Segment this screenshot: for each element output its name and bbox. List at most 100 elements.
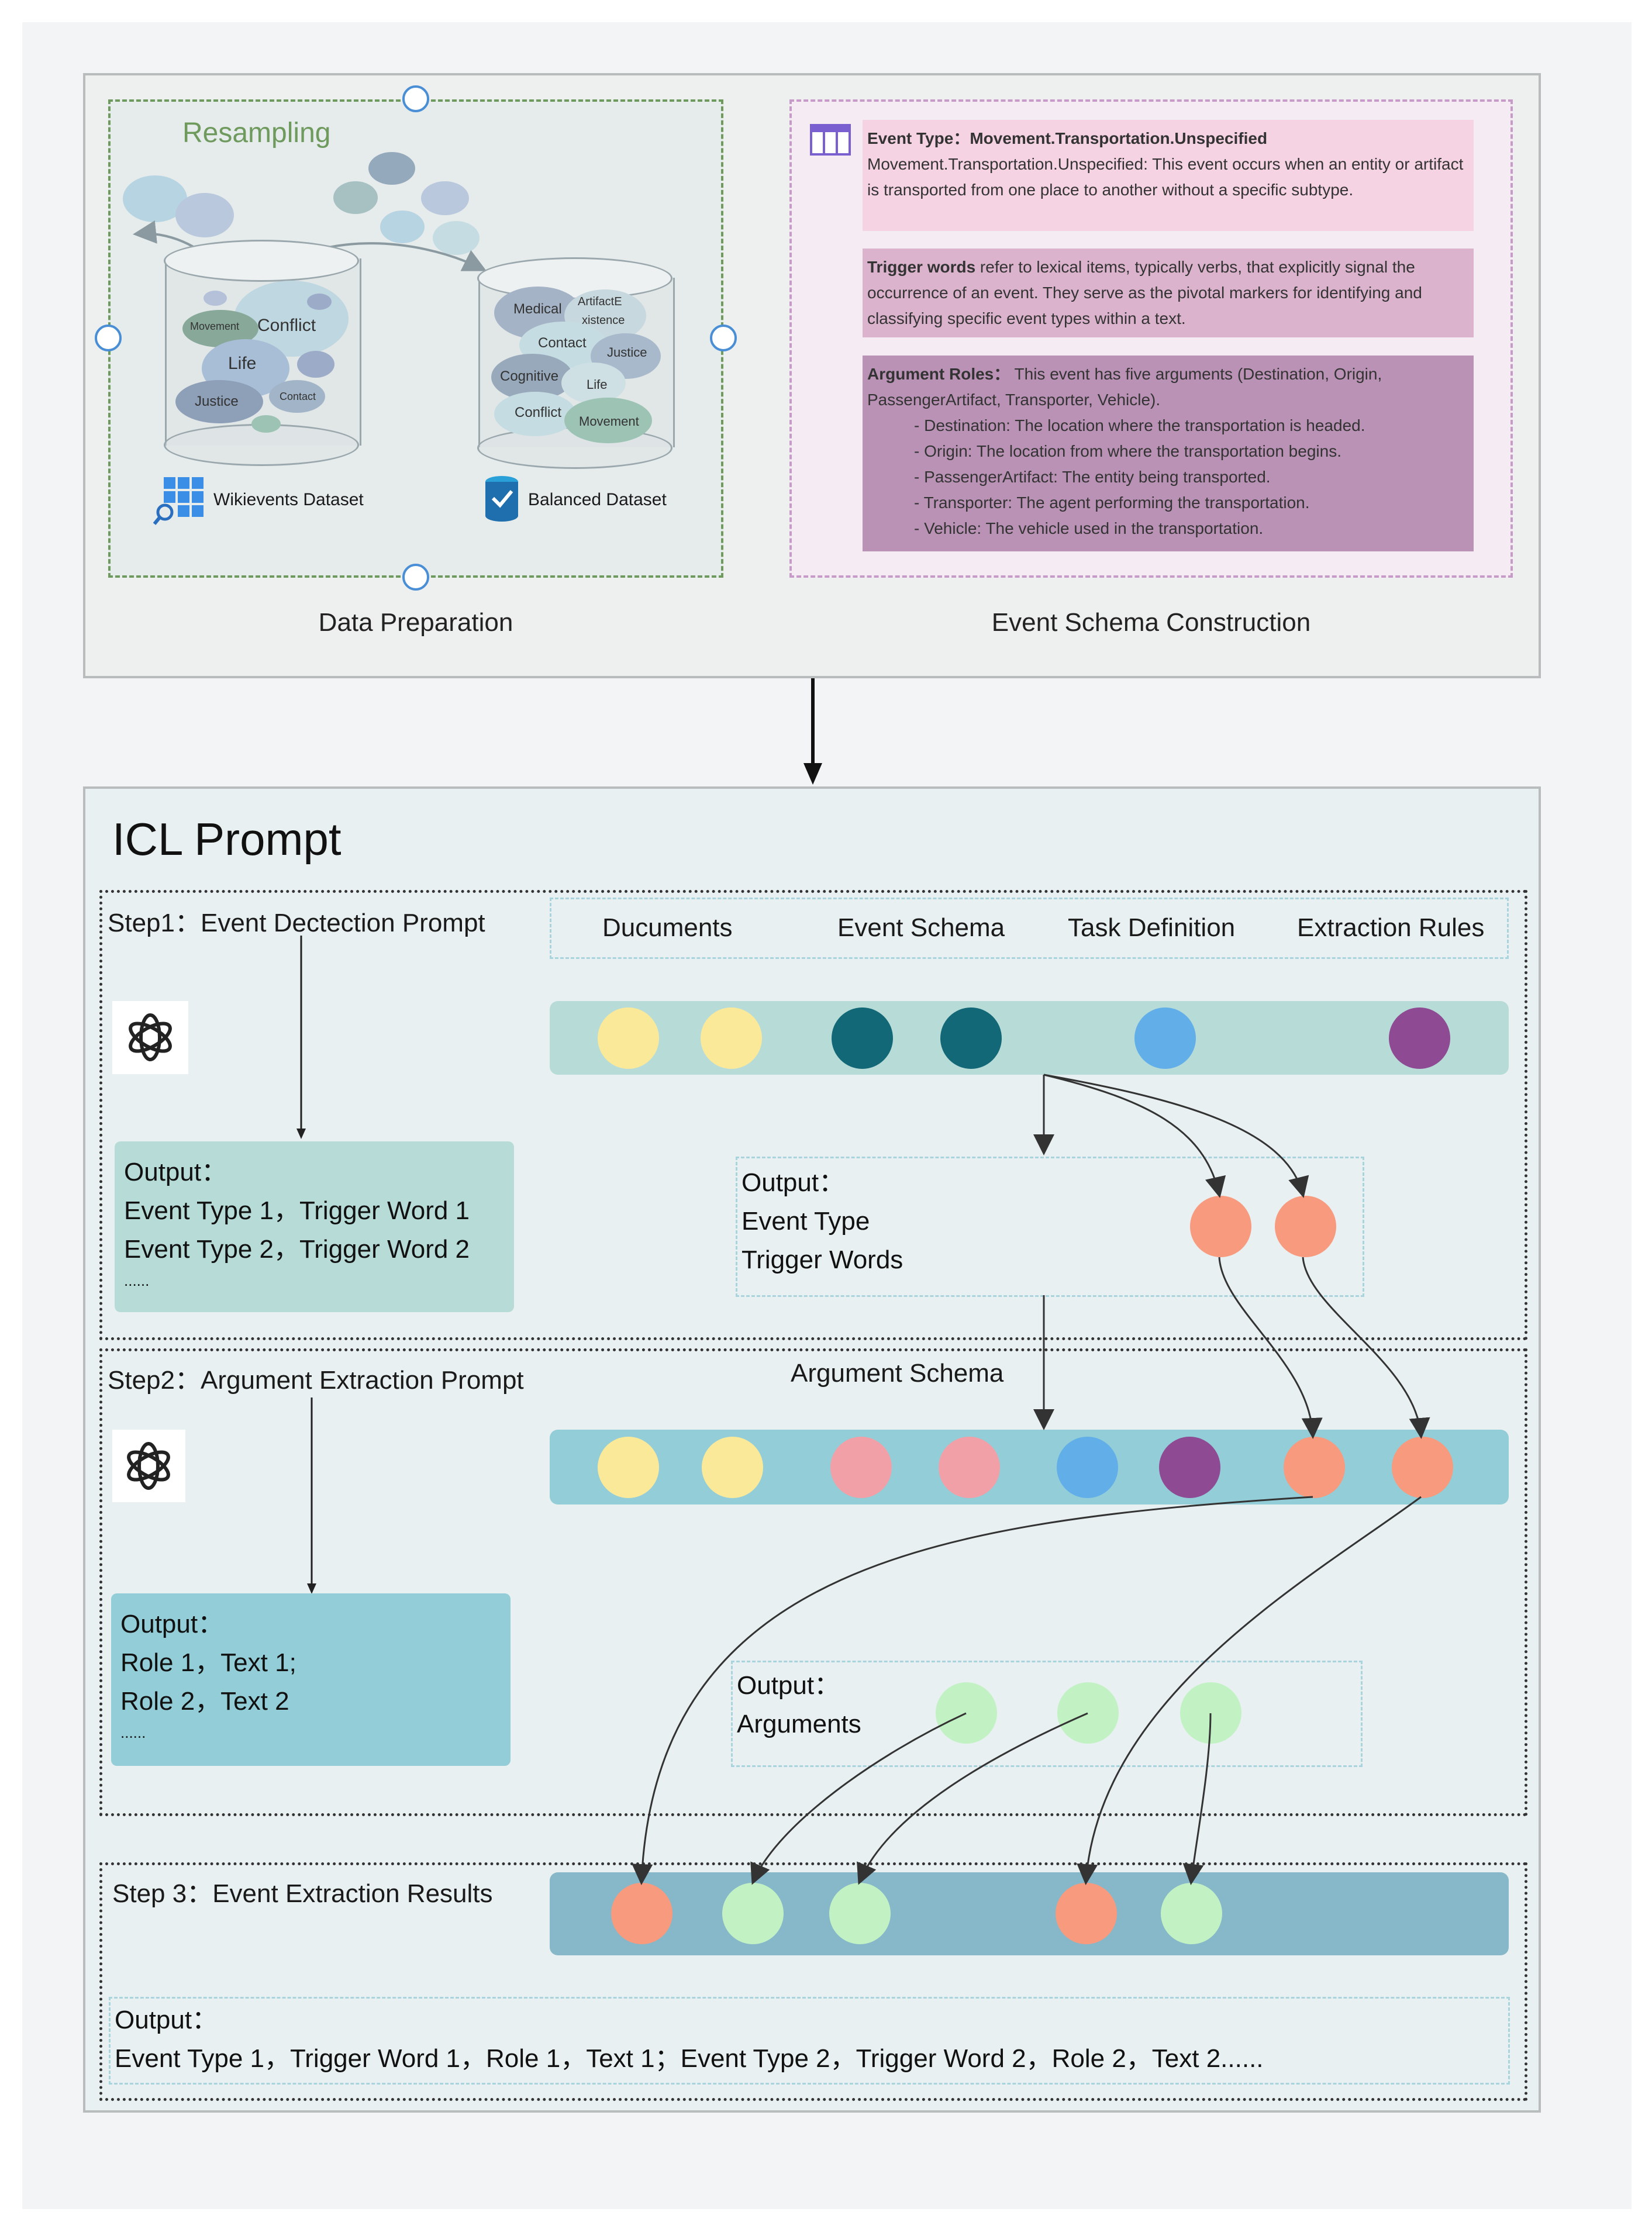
- flow-arrow: [803, 678, 822, 785]
- justice-label: Justice: [607, 345, 647, 360]
- step1-header-box: [550, 898, 1509, 959]
- sample-ellipse: [421, 181, 469, 215]
- small-ellipse: [204, 291, 227, 306]
- step3-output: Output： Event Type 1，Trigger Word 1，Role…: [115, 2001, 1264, 2078]
- output-line: Trigger Words: [741, 1245, 903, 1274]
- extraction-rules-dot: [1389, 1007, 1450, 1069]
- output-line: Role 2，Text 2: [120, 1687, 289, 1716]
- task-definition-dot: [1134, 1007, 1196, 1069]
- conflict-label: Conflict: [515, 405, 562, 420]
- output-line: Event Type 1，Trigger Word 1: [124, 1196, 470, 1225]
- argument-roles-heading: Argument Roles：: [867, 365, 1010, 383]
- argument-schema-header: Argument Schema: [791, 1359, 1004, 1388]
- trigger-words-block: Trigger words refer to lexical items, ty…: [863, 249, 1474, 337]
- step1-left-output: Output： Event Type 1，Trigger Word 1 Even…: [115, 1141, 514, 1312]
- output-line: Event Type 2，Trigger Word 2: [124, 1235, 470, 1264]
- resize-handle-bottom[interactable]: [402, 564, 429, 591]
- contact-label: Contact: [538, 335, 587, 351]
- output-ellipsis: ......: [124, 1272, 150, 1289]
- resize-handle-top[interactable]: [402, 85, 429, 112]
- argument-dot: [1180, 1682, 1241, 1744]
- medical-label: Medical: [513, 301, 562, 317]
- data-preparation-caption: Data Preparation: [318, 608, 513, 637]
- argument-dot: [1161, 1883, 1222, 1944]
- icl-title: ICL Prompt: [112, 813, 342, 865]
- output-label: Output：: [120, 1610, 224, 1638]
- resize-handle-right[interactable]: [710, 325, 737, 351]
- cognitive-label: Cognitive: [500, 368, 559, 384]
- step2-left-output: Output： Role 1，Text 1; Role 2，Text 2 ...…: [111, 1593, 511, 1766]
- event-schema-dot: [940, 1007, 1002, 1069]
- balanced-label: Balanced Dataset: [528, 490, 667, 509]
- movement-ellipse: [564, 398, 652, 443]
- event-type-description: Movement.Transportation.Unspecified: Thi…: [867, 155, 1464, 199]
- argument-dot: [722, 1883, 784, 1944]
- output-line: Event Type: [741, 1207, 870, 1236]
- small-ellipse: [297, 351, 334, 378]
- small-ellipse: [251, 415, 281, 433]
- documents-dot: [598, 1437, 659, 1498]
- step1-title: Step1：Event Dectection Prompt: [108, 909, 485, 937]
- documents-dot: [598, 1007, 659, 1069]
- documents-dot: [702, 1437, 763, 1498]
- header-extraction-rules: Extraction Rules: [1297, 913, 1485, 942]
- trigger-dot: [1392, 1437, 1453, 1498]
- trigger-dot: [1284, 1437, 1345, 1498]
- step2-right-output: Output： Arguments: [737, 1666, 861, 1744]
- output-line: Arguments: [737, 1710, 861, 1738]
- argument-item: - Origin: The location from where the tr…: [914, 442, 1341, 460]
- documents-dot: [701, 1007, 762, 1069]
- extraction-rules-dot: [1159, 1437, 1220, 1498]
- output-label: Output：: [737, 1671, 840, 1700]
- sample-ellipse: [368, 152, 415, 185]
- movement-label: Movement: [190, 320, 240, 332]
- wikievents-grid-icon: [153, 477, 204, 525]
- step1-right-output: Output： Event Type Trigger Words: [741, 1164, 903, 1279]
- event-schema-caption: Event Schema Construction: [991, 608, 1311, 637]
- step3-results-bar: [550, 1872, 1509, 1955]
- sample-ellipse: [380, 211, 425, 243]
- output-label: Output：: [115, 2006, 218, 2034]
- output-line: Role 1，Text 1;: [120, 1648, 296, 1677]
- argument-roles-block: Argument Roles： This event has five argu…: [863, 356, 1474, 551]
- openai-logo-icon: [112, 1001, 188, 1074]
- step1-right-output-box: [736, 1157, 1364, 1297]
- step1-box: [99, 890, 1527, 1340]
- output-ellipsis: ......: [120, 1724, 146, 1741]
- wikievents-label: Wikievents Dataset: [213, 490, 364, 509]
- argument-dot: [1057, 1682, 1119, 1744]
- step2-right-output-box: [731, 1661, 1363, 1767]
- openai-logo-icon: [112, 1430, 185, 1502]
- trigger-dot: [611, 1883, 672, 1944]
- table-icon: [810, 124, 851, 156]
- life-label: Life: [587, 377, 608, 392]
- step3-output-box: [109, 1997, 1510, 2085]
- contact-label: Contact: [280, 391, 316, 402]
- trigger-dot: [1190, 1196, 1251, 1257]
- trigger-dot: [1275, 1196, 1336, 1257]
- artifact-label-2: xistence: [582, 314, 625, 327]
- sample-ellipse: [333, 181, 378, 214]
- output-line: Event Type 1，Trigger Word 1，Role 1，Text …: [115, 2044, 1264, 2073]
- output-label: Output：: [124, 1158, 227, 1186]
- argument-dot: [936, 1682, 997, 1744]
- task-definition-dot: [1057, 1437, 1118, 1498]
- resampling-title: Resampling: [182, 118, 331, 149]
- argument-item: - Vehicle: The vehicle used in the trans…: [914, 519, 1264, 537]
- argument-item: - PassengerArtifact: The entity being tr…: [914, 468, 1271, 486]
- openai-logo-icon: [127, 1442, 170, 1490]
- argument-item: - Destination: The location where the tr…: [914, 416, 1365, 434]
- resize-handle-left[interactable]: [95, 325, 122, 351]
- small-ellipse: [307, 294, 332, 310]
- trigger-heading: Trigger words: [867, 258, 976, 276]
- step1-down-arrow: [296, 936, 306, 1139]
- event-type-heading: Event Type：: [867, 129, 970, 147]
- justice-ellipse: [175, 380, 263, 423]
- cylinder-top: [164, 240, 359, 282]
- header-task-definition: Task Definition: [1068, 913, 1236, 942]
- artifact-label-1: ArtifactE: [578, 295, 622, 308]
- conflict-ellipse: [494, 392, 576, 436]
- output-label: Output：: [741, 1168, 845, 1197]
- step2-down-arrow: [307, 1398, 316, 1594]
